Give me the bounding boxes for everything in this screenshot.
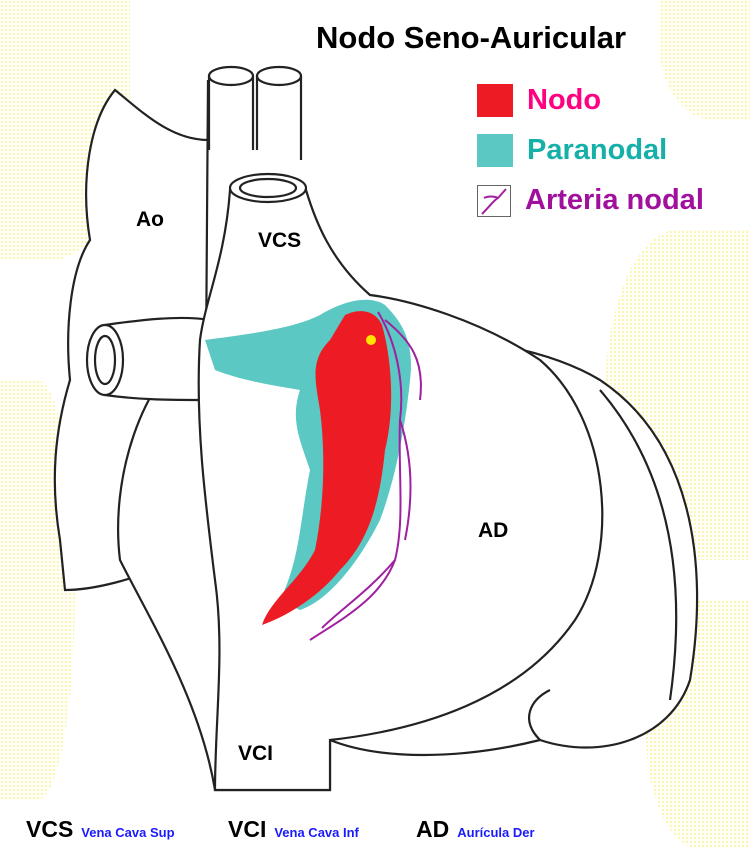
- label-vci: VCI: [238, 742, 274, 765]
- label-ad: AD: [478, 519, 509, 542]
- label-ao: Ao: [136, 208, 164, 231]
- node-dot: [366, 335, 376, 345]
- footer-abbr: AD: [416, 816, 450, 842]
- footer-meaning: Vena Cava Sup: [81, 825, 175, 840]
- artery-icon: [477, 184, 511, 217]
- teal-swatch-icon: [477, 134, 513, 167]
- legend-label: Arteria nodal: [525, 184, 704, 216]
- label-vcs: VCS: [258, 229, 302, 252]
- nodal-artery: [309, 311, 422, 641]
- red-swatch-icon: [477, 84, 513, 117]
- footer-item-vcs: VCS Vena Cava Sup: [26, 816, 175, 843]
- node-region: [262, 311, 392, 625]
- footer-meaning: Vena Cava Inf: [274, 825, 359, 840]
- vessel-top-right: [255, 65, 303, 87]
- footer-abbr: VCS: [26, 816, 74, 842]
- page-title: Nodo Seno-Auricular: [316, 20, 627, 55]
- legend-label: Paranodal: [527, 134, 668, 166]
- footer-item-vci: VCI Vena Cava Inf: [228, 816, 359, 843]
- legend-item-paranodal: Paranodal: [477, 134, 667, 167]
- footer-abbr: VCI: [228, 816, 267, 842]
- footer-meaning: Aurícula Der: [457, 825, 535, 840]
- legend-item-arteria: Arteria nodal: [477, 184, 704, 217]
- vessel-top-left: [207, 65, 255, 87]
- legend-label: Nodo: [527, 84, 602, 116]
- footer-item-ad: AD Aurícula Der: [416, 816, 535, 843]
- legend-item-nodo: Nodo: [477, 84, 601, 117]
